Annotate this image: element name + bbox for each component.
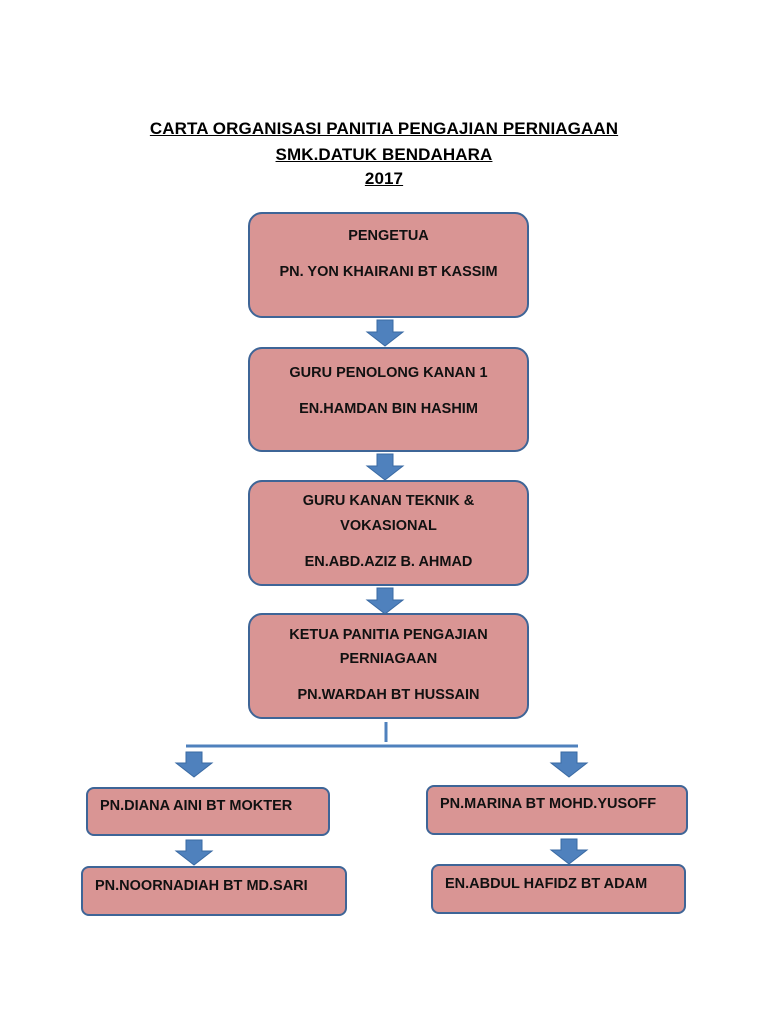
arrow-down-icon xyxy=(365,453,405,481)
member-box: PN.DIANA AINI BT MOKTER xyxy=(86,787,330,836)
arrow-down-icon xyxy=(365,319,405,347)
role-label-line1: GURU KANAN TEKNIK & xyxy=(302,493,475,509)
member-box: PN.MARINA BT MOHD.YUSOFF xyxy=(426,785,688,835)
arrow-down-icon xyxy=(365,587,405,615)
role-label-line2: VOKASIONAL xyxy=(340,518,437,534)
member-name: PN.MARINA BT MOHD.YUSOFF xyxy=(440,796,657,812)
person-name: EN.HAMDAN BIN HASHIM xyxy=(299,401,478,417)
arrow-down-icon xyxy=(549,751,589,778)
role-label: PENGETUA xyxy=(348,228,429,244)
org-box-pengetua: PENGETUA PN. YON KHAIRANI BT KASSIM xyxy=(248,212,529,318)
member-box: PN.NOORNADIAH BT MD.SARI xyxy=(81,866,347,916)
org-box-gk-teknik: GURU KANAN TEKNIK & VOKASIONAL EN.ABD.AZ… xyxy=(248,480,529,586)
org-box-ketua-panitia: KETUA PANITIA PENGAJIAN PERNIAGAAN PN.WA… xyxy=(248,613,529,719)
role-label-line1: KETUA PANITIA PENGAJIAN xyxy=(289,627,488,643)
chart-title: CARTA ORGANISASI PANITIA PENGAJIAN PERNI… xyxy=(149,119,619,138)
member-name: PN.NOORNADIAH BT MD.SARI xyxy=(95,878,308,894)
school-name: SMK.DATUK BENDAHARA xyxy=(275,145,493,164)
org-box-gpk1: GURU PENOLONG KANAN 1 EN.HAMDAN BIN HASH… xyxy=(248,347,529,452)
role-label: GURU PENOLONG KANAN 1 xyxy=(289,365,488,381)
person-name: PN.WARDAH BT HUSSAIN xyxy=(297,687,480,703)
person-name: PN. YON KHAIRANI BT KASSIM xyxy=(279,264,498,280)
year: 2017 xyxy=(364,169,404,188)
member-box: EN.ABDUL HAFIDZ BT ADAM xyxy=(431,864,686,914)
member-name: EN.ABDUL HAFIDZ BT ADAM xyxy=(445,876,648,892)
arrow-down-icon xyxy=(174,751,214,778)
member-name: PN.DIANA AINI BT MOKTER xyxy=(100,798,293,814)
person-name: EN.ABD.AZIZ B. AHMAD xyxy=(304,554,473,570)
role-label-line2: PERNIAGAAN xyxy=(339,651,438,667)
arrow-down-icon xyxy=(549,838,589,865)
arrow-down-icon xyxy=(174,839,214,866)
